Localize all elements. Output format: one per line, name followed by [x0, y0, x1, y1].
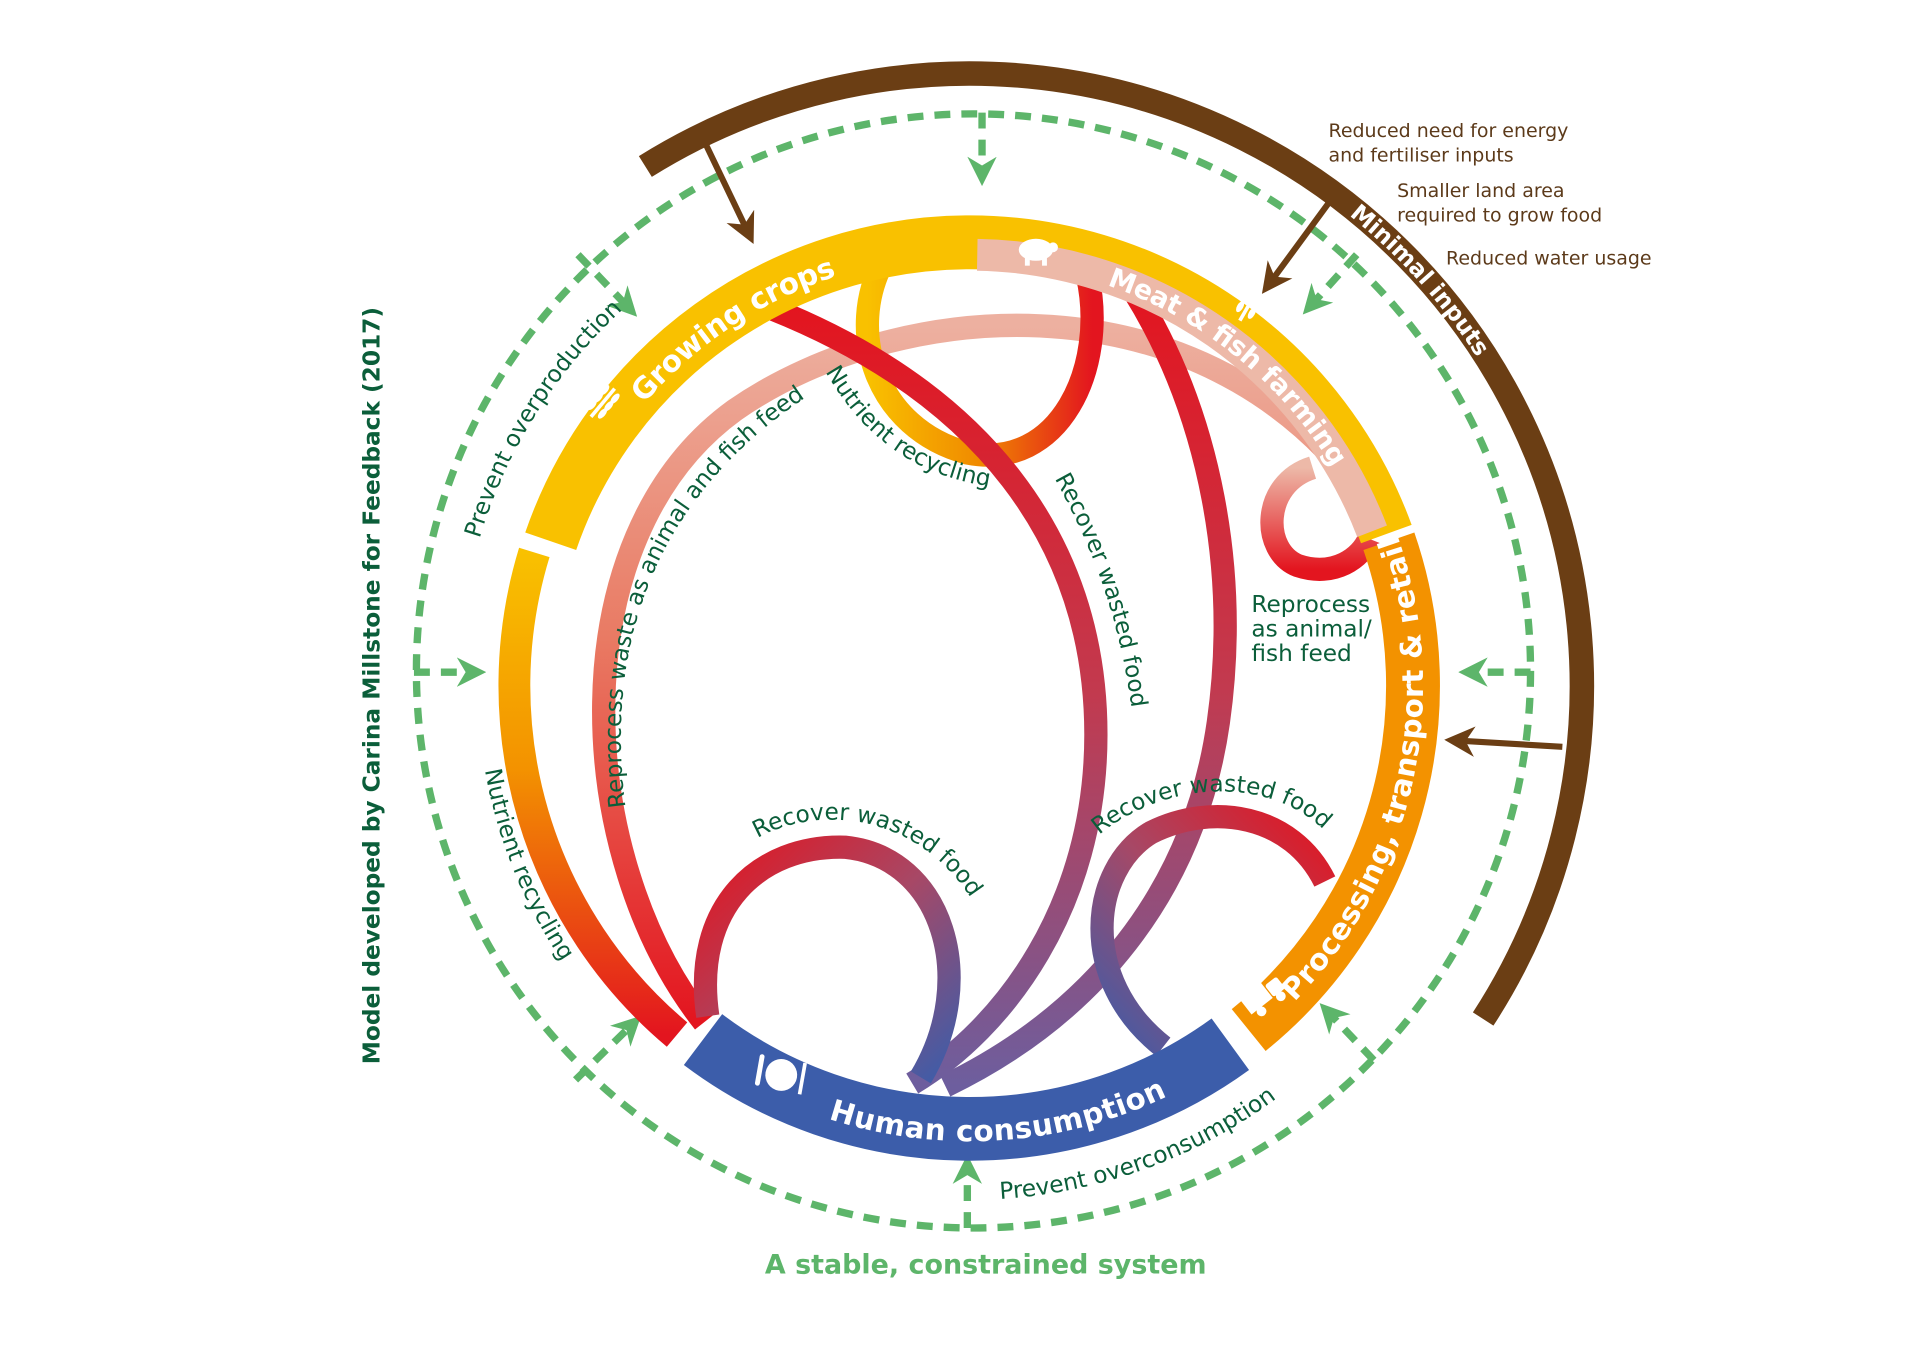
nutrient-recycling-band — [498, 547, 688, 1047]
processing-band — [1231, 532, 1440, 1051]
constraint-arrow — [1302, 252, 1360, 315]
inner-flows — [592, 253, 1392, 1097]
plate-cutlery-icon — [754, 1054, 807, 1095]
wheat-icon — [587, 384, 620, 419]
note-water: Reduced water usage — [1446, 247, 1652, 269]
pig-icon — [1018, 238, 1058, 266]
constraint-arrow — [575, 252, 638, 317]
constraint-arrow — [1319, 1003, 1377, 1063]
constraint-arrow — [572, 1015, 642, 1083]
meat-fish-band — [976, 238, 1387, 537]
fish-wheat-icon — [1236, 290, 1262, 322]
label-reprocess-feed-short: Reprocess as animal/ fish feed — [1251, 591, 1379, 667]
flow-recover-right-loop — [1090, 805, 1336, 1056]
input-arrow — [1444, 726, 1563, 757]
flow-recover-meat — [940, 282, 1237, 1097]
label-recover-wasted-food-right: Recover wasted food — [1086, 770, 1337, 839]
flow-feed-loop — [1260, 456, 1380, 581]
input-arrow — [1261, 201, 1331, 294]
flow-reprocess-feed — [592, 313, 1392, 1030]
system-label: A stable, constrained system — [765, 1249, 1207, 1280]
flow-recover-left-loop — [693, 835, 961, 1084]
flow-nutrient-loop — [855, 253, 1104, 467]
truck-icon — [1239, 977, 1286, 1017]
constraint-arrows — [413, 112, 1531, 1228]
flow-recover-crops — [767, 297, 1108, 1094]
side-credit: Model developed by Carina Millstone for … — [359, 307, 386, 1064]
minimal-inputs-arc — [638, 61, 1595, 1026]
input-arrow — [701, 139, 755, 244]
